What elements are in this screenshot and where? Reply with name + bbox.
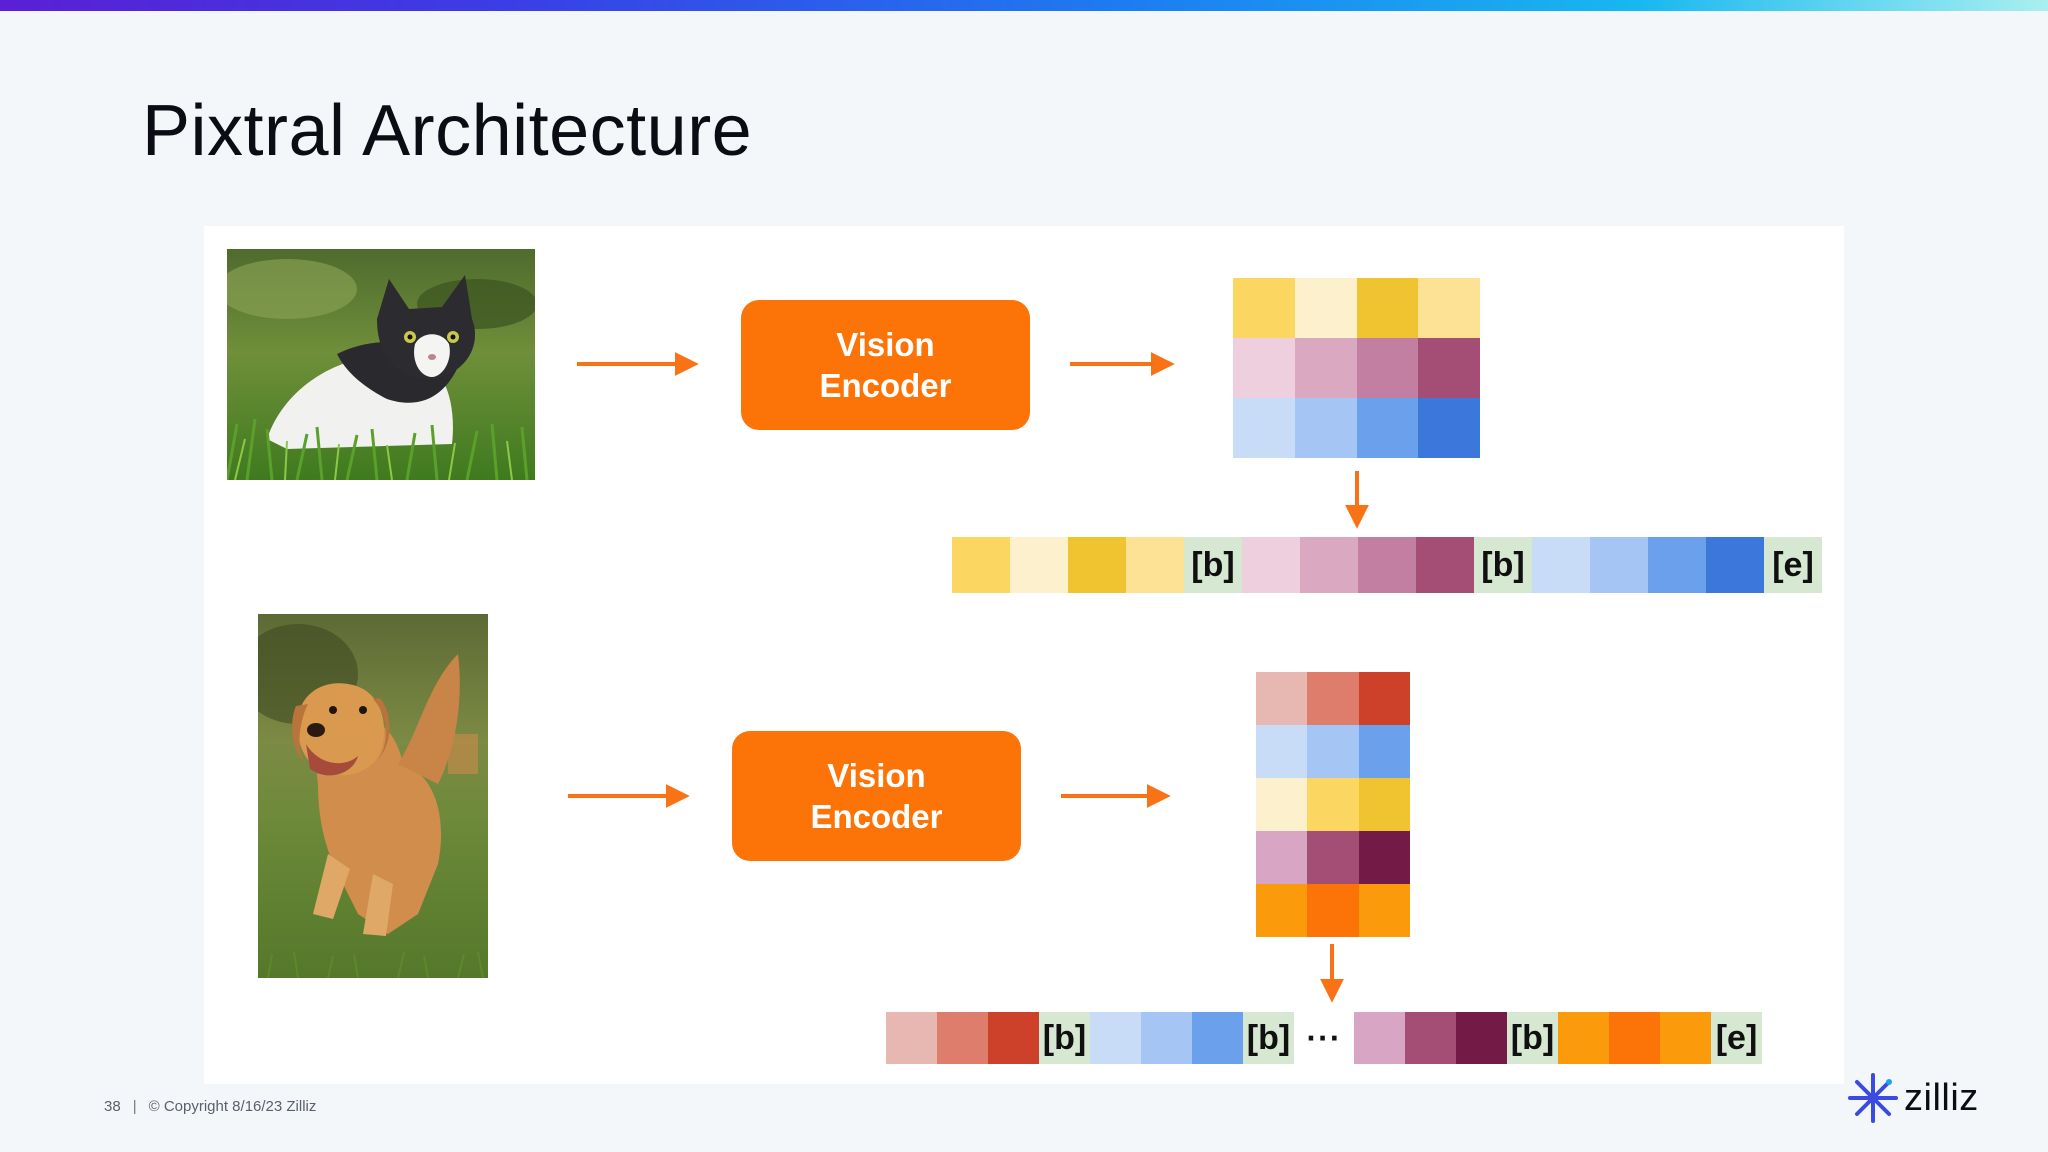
sequence-token-cell [1590, 537, 1648, 593]
token-sequence-2: [b] [b] ··· [b] [e] [886, 1012, 1762, 1064]
vision-encoder-label-2: Vision Encoder [810, 757, 943, 835]
sequence-token-cell [1648, 537, 1706, 593]
grid-token-cell [1418, 278, 1480, 338]
grid-token-cell [1358, 778, 1410, 831]
sequence-token-cell [1358, 537, 1416, 593]
grid-token-cell [1256, 831, 1308, 884]
grid-token-cell [1233, 338, 1295, 398]
grid-token-cell [1233, 278, 1295, 338]
sequence-token-cell [1609, 1012, 1660, 1064]
grid-token-cell [1294, 278, 1357, 338]
brand-name: zilliz [1904, 1076, 1979, 1119]
grid-token-cell [1256, 778, 1308, 831]
grid-token-cell [1358, 884, 1410, 937]
grid-token-cell [1307, 672, 1359, 725]
token-grid-1 [1233, 278, 1480, 458]
sequence-token-cell [1706, 537, 1764, 593]
footer: 38 | © Copyright 8/16/23 Zilliz [104, 1098, 316, 1115]
vision-encoder-box-2: Vision Encoder [732, 731, 1021, 861]
special-token: [b] [1507, 1012, 1558, 1064]
top-gradient-bar [0, 0, 2048, 11]
footer-divider: | [132, 1098, 137, 1115]
sequence-token-cell [886, 1012, 937, 1064]
sequence-token-cell [1242, 537, 1300, 593]
grid-token-cell [1294, 338, 1357, 398]
special-token: [b] [1184, 537, 1242, 593]
grid-token-cell [1307, 884, 1359, 937]
zilliz-star-icon [1848, 1073, 1898, 1123]
sequence-ellipsis: ··· [1306, 1019, 1342, 1056]
sequence-token-cell [1090, 1012, 1141, 1064]
grid-token-cell [1356, 338, 1419, 398]
sequence-token-cell [1660, 1012, 1711, 1064]
vision-encoder-box-1: Vision Encoder [741, 300, 1030, 430]
grid-token-cell [1418, 338, 1480, 398]
grid-token-cell [1356, 278, 1419, 338]
grid-token-cell [1256, 672, 1308, 725]
sequence-token-cell [1456, 1012, 1507, 1064]
grid-token-cell [1307, 831, 1359, 884]
zilliz-logo: zilliz [1846, 1070, 1979, 1126]
sequence-token-cell [1354, 1012, 1405, 1064]
sequence-token-cell [1532, 537, 1590, 593]
sequence-token-cell [1126, 537, 1184, 593]
sequence-token-cell [1010, 537, 1068, 593]
grid-token-cell [1294, 398, 1357, 458]
special-token: [b] [1243, 1012, 1294, 1064]
grid-token-cell [1356, 398, 1419, 458]
sequence-token-cell [1192, 1012, 1243, 1064]
special-token: [e] [1711, 1012, 1762, 1064]
grid-token-cell [1307, 778, 1359, 831]
copyright-text: © Copyright 8/16/23 Zilliz [148, 1098, 317, 1115]
dog-photo [258, 614, 488, 978]
sequence-token-cell [1300, 537, 1358, 593]
sequence-token-cell [1141, 1012, 1192, 1064]
special-token: [b] [1474, 537, 1532, 593]
sequence-token-cell [1416, 537, 1474, 593]
vision-encoder-label-1: Vision Encoder [819, 326, 952, 404]
grid-token-cell [1418, 398, 1480, 458]
slide-title: Pixtral Architecture [142, 91, 753, 171]
sequence-token-cell [1068, 537, 1126, 593]
grid-token-cell [1358, 831, 1410, 884]
token-grid-2 [1256, 672, 1410, 937]
token-sequence-1: [b] [b] [e] [952, 537, 1822, 593]
cat-photo [227, 249, 535, 480]
grid-token-cell [1256, 884, 1308, 937]
diagram-panel: Vision Encoder Vision Encoder [b][b][e] … [204, 226, 1844, 1084]
page-number: 38 [104, 1098, 121, 1115]
grid-token-cell [1233, 398, 1295, 458]
sequence-token-cell [937, 1012, 988, 1064]
grid-token-cell [1307, 725, 1359, 778]
flow-arrows [568, 352, 1369, 1003]
special-token: [b] [1039, 1012, 1090, 1064]
sequence-token-cell [1558, 1012, 1609, 1064]
special-token: [e] [1764, 537, 1822, 593]
grid-token-cell [1358, 672, 1410, 725]
grid-token-cell [1358, 725, 1410, 778]
sequence-token-cell [1405, 1012, 1456, 1064]
sequence-token-cell [952, 537, 1010, 593]
sequence-token-cell [988, 1012, 1039, 1064]
grid-token-cell [1256, 725, 1308, 778]
